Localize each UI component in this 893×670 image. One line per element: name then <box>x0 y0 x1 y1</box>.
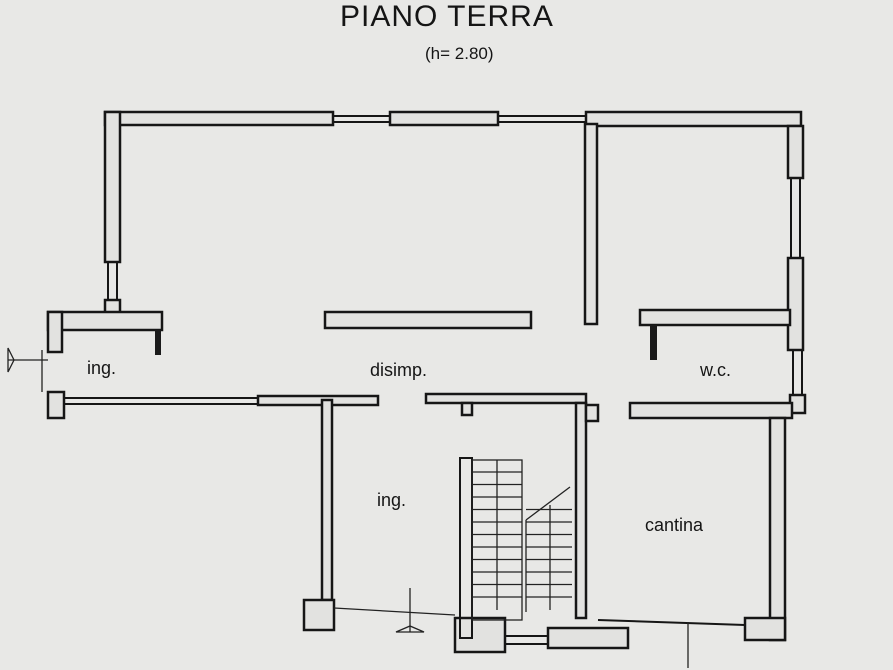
walls <box>46 110 807 654</box>
staircase <box>459 457 572 639</box>
room-label-ing-center: ing. <box>377 490 407 510</box>
plan-title: PIANO TERRA <box>340 0 554 33</box>
entrance-marker-left <box>7 347 48 392</box>
entrance-marker-center <box>395 588 425 633</box>
ceiling-height: (h= 2.80) <box>425 44 494 63</box>
room-label-cantina: cantina <box>645 515 704 535</box>
room-label-disimp: disimp. <box>370 360 428 380</box>
room-label-ing-left: ing. <box>87 358 117 378</box>
room-label-wc: w.c. <box>700 360 732 380</box>
